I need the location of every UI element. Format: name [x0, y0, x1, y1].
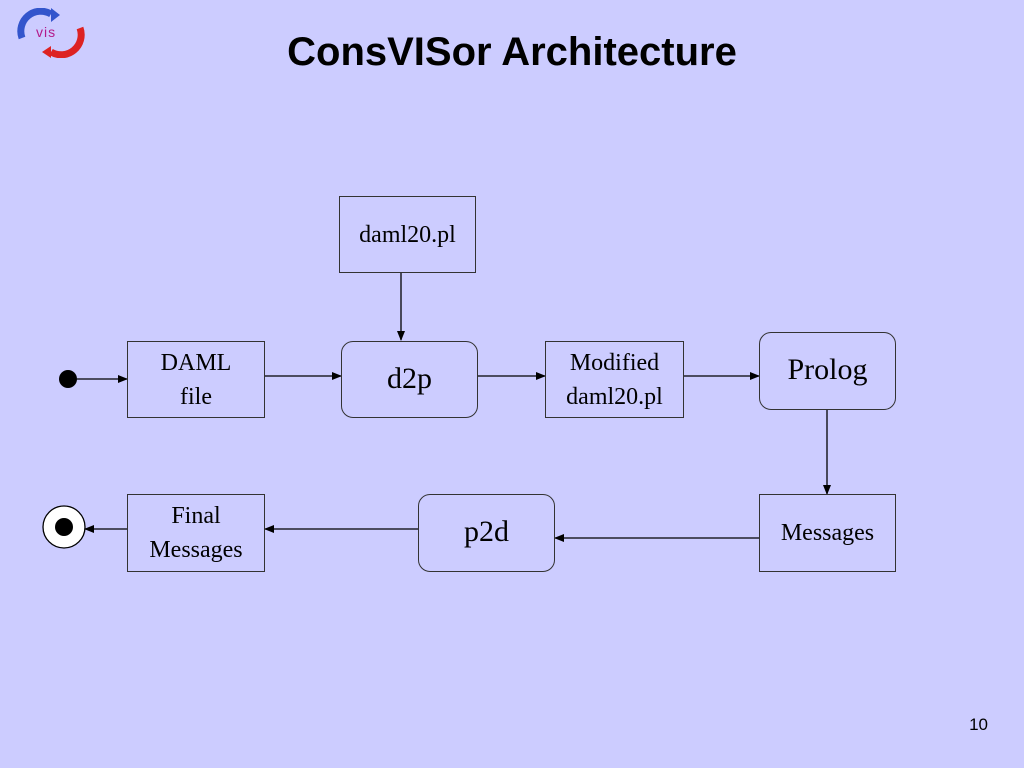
node-label: d2p: [387, 362, 432, 395]
node-label: p2d: [464, 515, 509, 548]
end-node: [55, 518, 73, 536]
logo-text: vis: [36, 24, 57, 40]
cycle-arrows-icon: [17, 7, 85, 59]
node-messages: Messages: [759, 494, 896, 572]
node-final-messages: Final Messages: [127, 494, 265, 572]
node-prolog: Prolog: [759, 332, 896, 410]
node-label: Messages: [780, 520, 875, 546]
node-label: Prolog: [787, 353, 868, 386]
logo: vis: [14, 7, 88, 59]
node-label: Final Messages: [149, 503, 243, 563]
node-d2p: d2p: [341, 341, 478, 418]
node-modified-daml20-pl: Modified daml20.pl: [545, 341, 684, 418]
node-label: daml20.pl: [359, 221, 456, 248]
node-p2d: p2d: [418, 494, 555, 572]
node-label: Modified daml20.pl: [566, 349, 663, 410]
start-node: [59, 370, 77, 388]
node-daml-file: DAML file: [127, 341, 265, 418]
node-label: DAML file: [160, 349, 232, 410]
page-number: 10: [969, 715, 988, 734]
node-daml20-pl: daml20.pl: [339, 196, 476, 273]
slide-title: ConsVISor Architecture: [287, 30, 737, 74]
